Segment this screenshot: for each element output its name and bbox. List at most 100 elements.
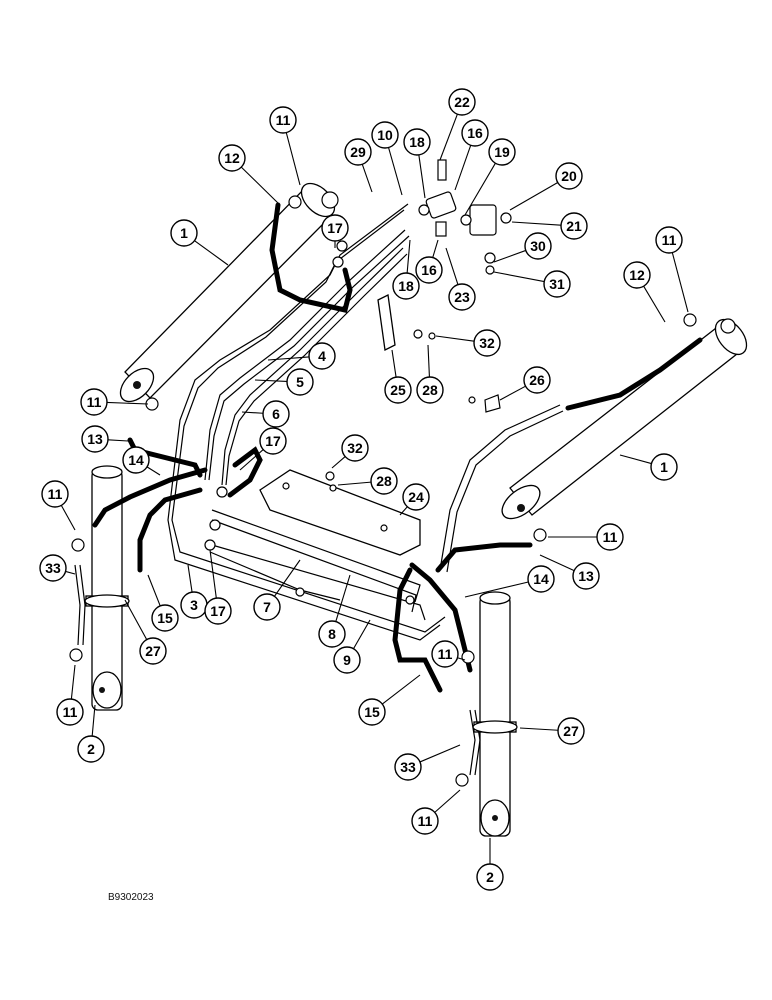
leader-line [65, 570, 76, 575]
callout-12: 12 [623, 261, 651, 289]
callout-label: 32 [479, 335, 495, 351]
callout-circle [415, 256, 443, 284]
leader-line [285, 132, 301, 186]
callout-label: 29 [350, 144, 366, 160]
leader-line [147, 574, 161, 607]
callout-label: 13 [87, 431, 103, 447]
callout-13: 13 [572, 562, 600, 590]
callout-circle [333, 646, 361, 674]
callout-circle [56, 698, 84, 726]
callout-label: 11 [418, 813, 433, 829]
right-boom-cylinder [501, 318, 748, 520]
callout-label: 1 [180, 225, 188, 241]
callout-circle [341, 434, 369, 462]
callout-circle [204, 597, 232, 625]
callout-label: 11 [63, 704, 78, 720]
callout-circle [139, 637, 167, 665]
callout-24: 24 [402, 483, 430, 511]
callout-25: 25 [384, 376, 412, 404]
callout-label: 11 [276, 112, 291, 128]
callout-label: 31 [549, 276, 565, 292]
leader-line [493, 271, 545, 283]
callout-circle [461, 119, 489, 147]
callout-circle [655, 226, 683, 254]
callout-18: 18 [392, 272, 420, 300]
callout-16: 16 [461, 119, 489, 147]
leader-line [519, 727, 559, 731]
callout-15: 15 [151, 604, 179, 632]
callout-label: 23 [454, 289, 470, 305]
callout-circle [394, 753, 422, 781]
callout-label: 32 [347, 440, 363, 456]
callout-23: 23 [448, 283, 476, 311]
callout-label: 33 [45, 560, 61, 576]
callout-circle [286, 368, 314, 396]
callout-circle [527, 565, 555, 593]
leader-line [457, 657, 466, 661]
callout-circle [321, 214, 349, 242]
leader-line [146, 466, 161, 476]
leader-line [274, 559, 301, 597]
leader-line [241, 411, 264, 414]
callout-circle [524, 232, 552, 260]
leader-line [643, 285, 666, 323]
callout-circle [262, 400, 290, 428]
left-boom-cylinder [119, 182, 339, 403]
callout-circle [476, 863, 504, 891]
callout-label: 16 [467, 125, 483, 141]
leader-line [239, 449, 264, 471]
callout-label: 11 [438, 646, 453, 662]
callout-circle [253, 593, 281, 621]
callout-14: 14 [122, 446, 150, 474]
callout-circle [80, 388, 108, 416]
leader-line [381, 674, 421, 705]
callout-18: 18 [403, 128, 431, 156]
callout-17: 17 [204, 597, 232, 625]
leader-line [439, 113, 458, 161]
leader-line [254, 379, 288, 382]
callout-12: 12 [218, 144, 246, 172]
leader-line [619, 454, 652, 465]
callout-31: 31 [543, 270, 571, 298]
callout-label: 11 [603, 529, 618, 545]
callout-label: 28 [376, 473, 392, 489]
leader-line [337, 481, 372, 486]
leader-line [464, 162, 496, 216]
callout-11: 11 [411, 807, 439, 835]
callout-circle [358, 698, 386, 726]
callout-circle [448, 283, 476, 311]
crossbeam-plate [259, 294, 501, 556]
callout-label: 12 [629, 267, 645, 283]
leader-line [464, 581, 529, 598]
leader-line [60, 505, 76, 531]
callout-17: 17 [259, 427, 287, 455]
callout-circle [543, 270, 571, 298]
callout-20: 20 [555, 162, 583, 190]
clamps-and-fittings [69, 313, 697, 787]
callout-label: 17 [327, 220, 343, 236]
leader-line [331, 456, 346, 469]
leader-line [194, 240, 229, 266]
callout-28: 28 [370, 467, 398, 495]
callout-circle [650, 453, 678, 481]
leader-line [399, 506, 408, 516]
callout-circle [560, 212, 588, 240]
callout-label: 13 [578, 568, 594, 584]
callout-30: 30 [524, 232, 552, 260]
callout-label: 24 [408, 489, 424, 505]
callout-circle [384, 376, 412, 404]
callout-circle [218, 144, 246, 172]
callout-circle [431, 640, 459, 668]
leader-line [419, 744, 461, 763]
leader-line [539, 554, 575, 572]
callout-label: 15 [157, 610, 173, 626]
callout-label: 18 [409, 134, 425, 150]
right-bucket-cylinder [473, 591, 517, 837]
leader-line [511, 221, 562, 226]
callout-circle [411, 807, 439, 835]
callout-circle [623, 261, 651, 289]
callout-6: 6 [262, 400, 290, 428]
callout-label: 11 [662, 232, 677, 248]
